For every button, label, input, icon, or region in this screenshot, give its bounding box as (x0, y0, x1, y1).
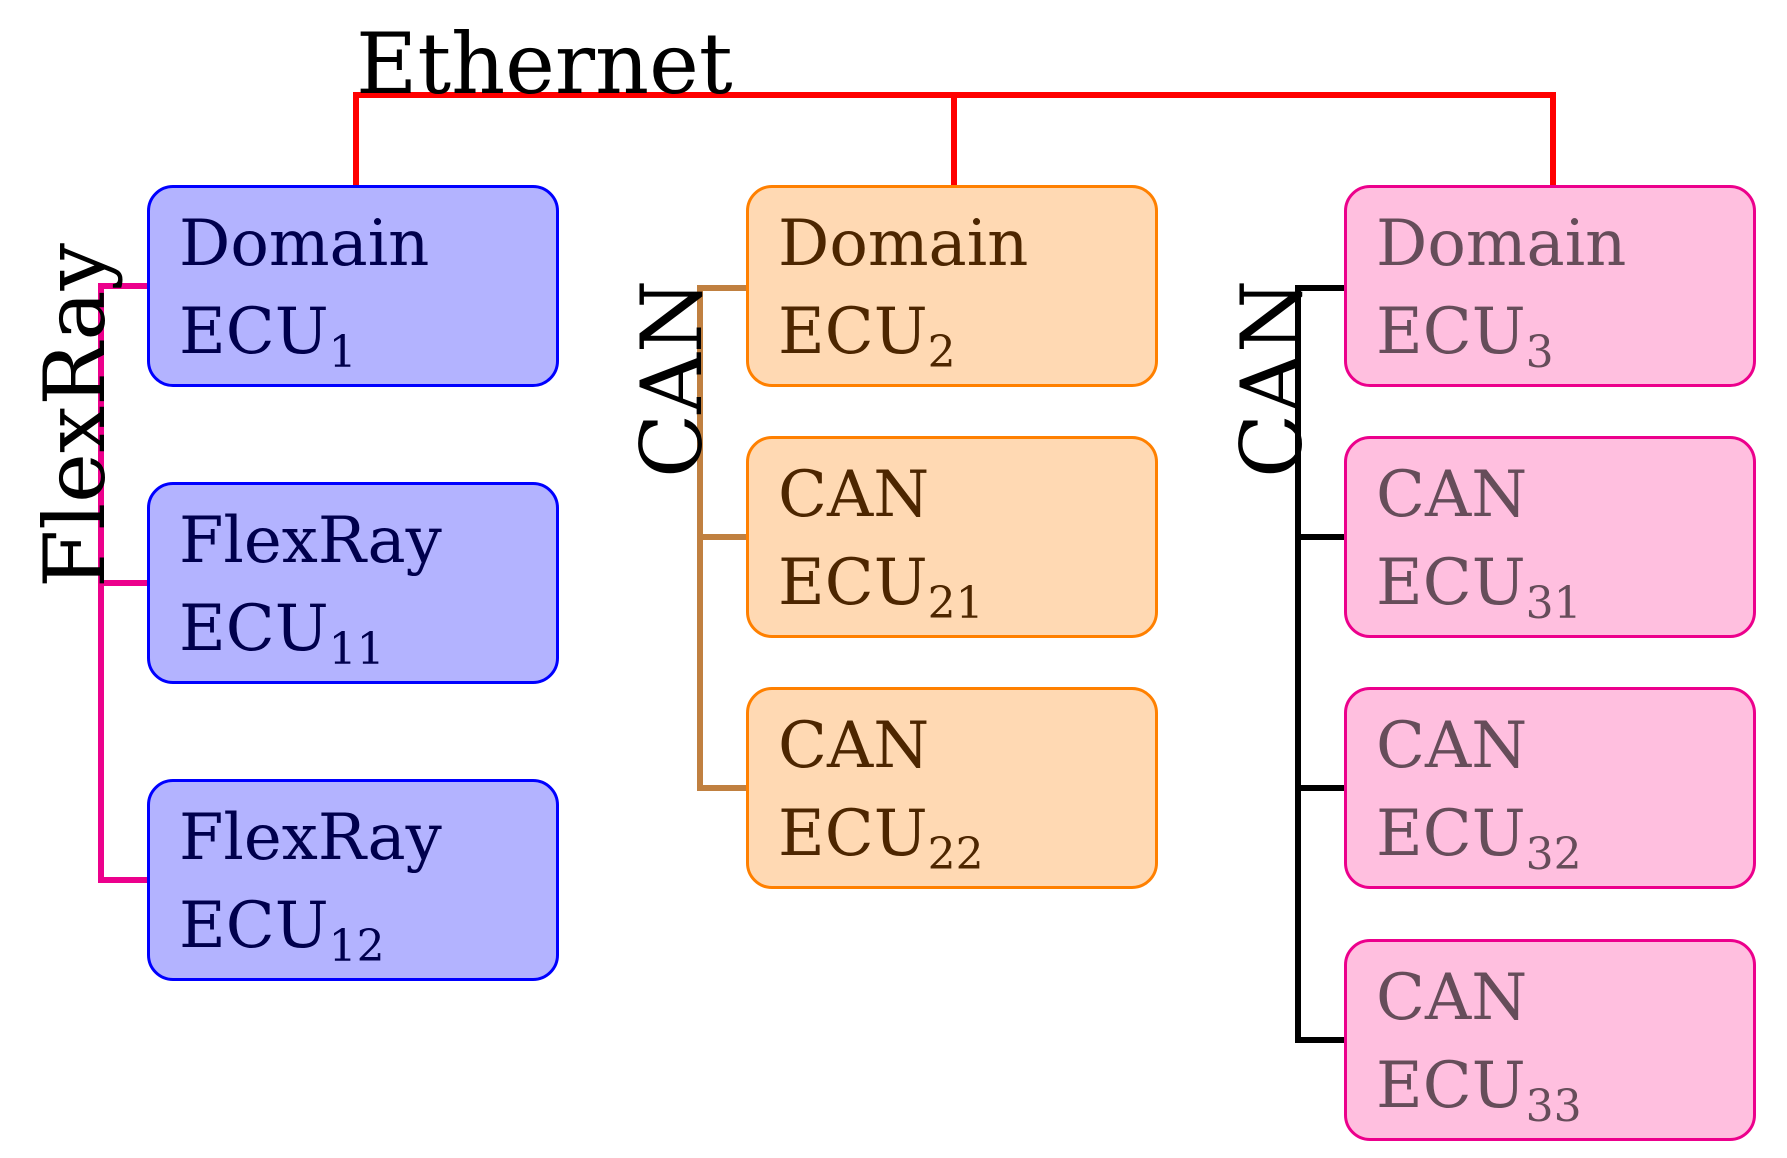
ecu-name-label: ECU22 (778, 797, 984, 880)
ecu-type-label: FlexRay (179, 801, 442, 875)
ecu-type-label: CAN (1376, 709, 1528, 783)
ecu-index: 32 (1525, 829, 1582, 880)
ecu-type-label: CAN (1376, 458, 1528, 532)
ecu-index: 11 (328, 624, 385, 675)
domain-ecu1-box: Domain ECU1 (147, 185, 559, 387)
ecu-index: 22 (927, 829, 984, 880)
domain-ecu3-box: Domain ECU3 (1344, 185, 1756, 387)
ecu-type-label: Domain (778, 207, 1029, 281)
ecu-index: 3 (1525, 327, 1554, 378)
ecu-type-label: CAN (1376, 961, 1528, 1035)
flexray-ecu12-box: FlexRay ECU12 (147, 779, 559, 981)
can-domain3-label: CAN (1223, 279, 1321, 478)
ecu-name-label: ECU2 (778, 295, 956, 378)
ecu-type-label: FlexRay (179, 504, 442, 578)
can-ecu31-box: CAN ECU31 (1344, 436, 1756, 638)
ecu-type-label: Domain (1376, 207, 1627, 281)
ecu-name-label: ECU11 (179, 592, 385, 675)
ecu-name-label: ECU1 (179, 295, 357, 378)
ecu-name-label: ECU3 (1376, 295, 1554, 378)
ecu-type-label: Domain (179, 207, 430, 281)
ecu-index: 33 (1525, 1081, 1582, 1132)
ecu-name-label: ECU33 (1376, 1049, 1582, 1132)
can-ecu22-box: CAN ECU22 (746, 687, 1158, 889)
can-ecu33-box: CAN ECU33 (1344, 939, 1756, 1141)
ecu-name-label: ECU31 (1376, 546, 1582, 629)
can-domain2-label: CAN (623, 279, 721, 478)
ecu-index: 12 (328, 921, 385, 972)
ecu-index: 1 (328, 327, 357, 378)
ecu-name-label: ECU32 (1376, 797, 1582, 880)
ethernet-label: Ethernet (356, 15, 733, 113)
ecu-index: 2 (927, 327, 956, 378)
ecu-name-label: ECU21 (778, 546, 984, 629)
ecu-type-label: CAN (778, 458, 930, 532)
can-ecu32-box: CAN ECU32 (1344, 687, 1756, 889)
ecu-name-label: ECU12 (179, 889, 385, 972)
ecu-type-label: CAN (778, 709, 930, 783)
flexray-ecu11-box: FlexRay ECU11 (147, 482, 559, 684)
ecu-index: 21 (927, 578, 984, 629)
can-ecu21-box: CAN ECU21 (746, 436, 1158, 638)
domain-ecu2-box: Domain ECU2 (746, 185, 1158, 387)
flexray-label: FlexRay (26, 243, 124, 588)
ecu-index: 31 (1525, 578, 1582, 629)
